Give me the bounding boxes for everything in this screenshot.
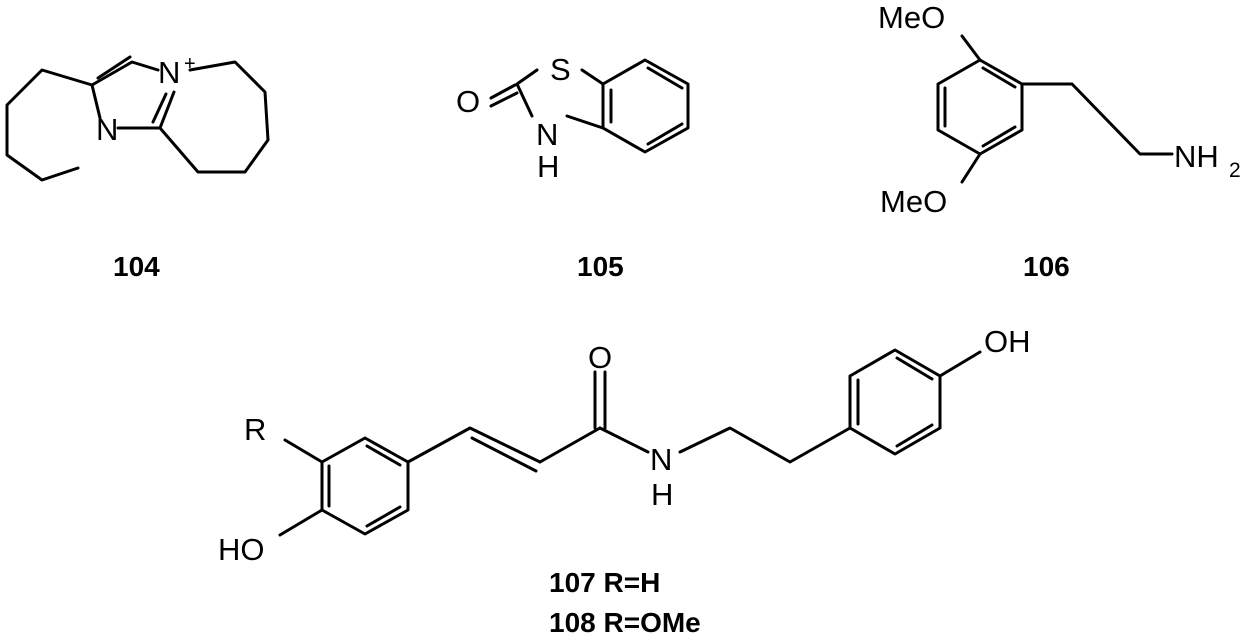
compound-106-label: 106 [1023,251,1070,282]
compound-108-label: 108 R=OMe [549,607,701,638]
compound-107-n: N [650,442,672,477]
compound-105-o: O [456,84,480,119]
compound-107-r: R [244,412,266,447]
compound-107-ho: HO [218,532,265,567]
compound-105-h: H [537,149,559,184]
compound-104-n: N [96,112,118,147]
compound-107-label: 107 R=H [549,567,660,598]
compound-106-nh: NH [1174,139,1219,174]
compound-104-structure [5,55,270,182]
compound-104-label: 104 [113,251,160,282]
compound-105-n: N [536,117,558,152]
compound-105-label: 105 [577,251,624,282]
compound-107-108-structure [278,348,982,537]
compound-106-structure [936,34,1174,184]
compound-106-nh-subscript: 2 [1229,159,1241,182]
compound-107-o: O [588,340,612,375]
compound-104-plus-charge: + [184,53,196,75]
compound-104-n-plus: N [158,55,180,90]
compound-105-structure [489,58,690,154]
compound-106-meo-bottom: MeO [880,184,947,219]
compound-106-meo-top: MeO [878,0,945,35]
compound-105-s: S [550,52,571,87]
compound-107-h: H [651,477,673,512]
compound-107-oh: OH [984,324,1031,359]
